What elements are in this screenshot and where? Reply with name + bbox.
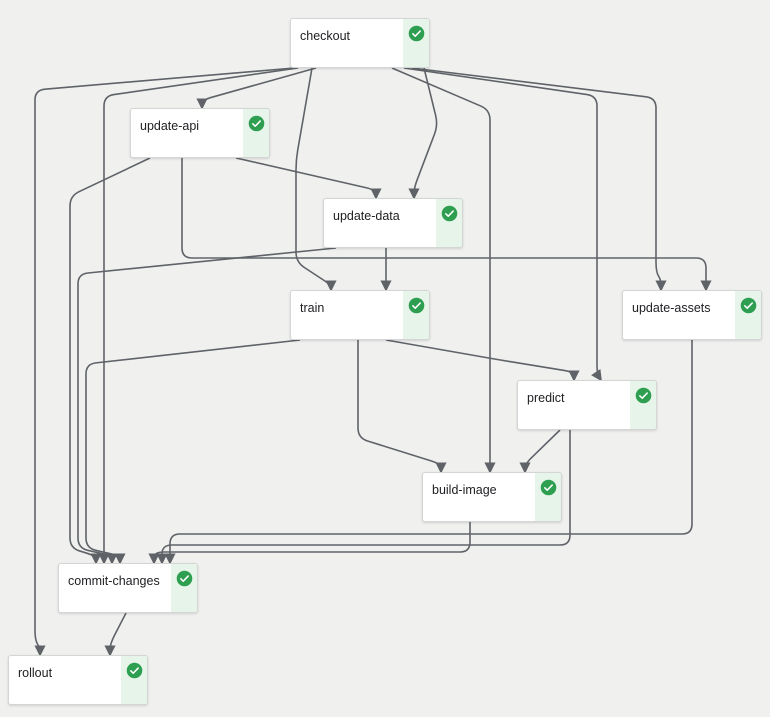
node-predict[interactable]: predict: [517, 380, 657, 430]
edge-train-to-predict: [385, 339, 580, 382]
node-label: predict: [527, 391, 565, 405]
check-circle-icon: [635, 387, 652, 404]
edge-checkout-to-update-api: [196, 67, 317, 110]
node-label: update-data: [333, 209, 400, 223]
node-train[interactable]: train: [290, 290, 430, 340]
edge-update-assets-to-commit-changes: [164, 340, 693, 565]
node-status-strip: [403, 291, 429, 339]
node-status-strip: [171, 564, 197, 612]
node-status-strip: [436, 199, 462, 247]
edge-update-data-to-commit-changes: [77, 247, 337, 565]
edge-checkout-to-update-assets: [411, 67, 667, 292]
node-status-strip: [735, 291, 761, 339]
node-status-strip: [121, 656, 147, 704]
check-circle-icon: [248, 115, 265, 132]
check-circle-icon: [176, 570, 193, 587]
check-circle-icon: [540, 479, 557, 496]
edge-update-api-to-update-data: [235, 157, 382, 200]
edge-predict-to-commit-changes: [156, 430, 571, 565]
edge-checkout-to-predict: [403, 67, 602, 382]
edge-build-image-to-commit-changes: [148, 522, 471, 565]
edge-commit-changes-to-rollout: [104, 612, 127, 657]
node-label: train: [300, 301, 325, 315]
edge-update-api-to-update-assets: [181, 158, 712, 292]
edge-checkout-to-update-data: [408, 67, 438, 200]
node-update-assets[interactable]: update-assets: [622, 290, 762, 340]
node-build-image[interactable]: build-image: [422, 472, 562, 522]
node-rollout[interactable]: rollout: [8, 655, 148, 705]
edge-predict-to-build-image: [519, 429, 561, 474]
node-update-data[interactable]: update-data: [323, 198, 463, 248]
edge-checkout-to-rollout: [34, 67, 295, 657]
node-status-strip: [243, 109, 269, 157]
check-circle-icon: [408, 25, 425, 42]
check-circle-icon: [441, 205, 458, 222]
node-status-strip: [535, 473, 561, 521]
node-label: update-assets: [632, 301, 711, 315]
node-status-strip: [630, 381, 656, 429]
node-checkout[interactable]: checkout: [290, 18, 430, 68]
edge-checkout-to-build-image: [391, 67, 496, 474]
node-status-strip: [403, 19, 429, 67]
check-circle-icon: [126, 662, 143, 679]
node-label: build-image: [432, 483, 497, 497]
node-label: checkout: [300, 29, 351, 43]
check-circle-icon: [740, 297, 757, 314]
edge-checkout-to-train: [295, 67, 337, 292]
edge-update-api-to-commit-changes: [69, 157, 151, 565]
check-circle-icon: [408, 297, 425, 314]
edge-train-to-commit-changes: [85, 339, 301, 565]
node-commit-changes[interactable]: commit-changes: [58, 563, 198, 613]
node-update-api[interactable]: update-api: [130, 108, 270, 158]
node-label: commit-changes: [68, 574, 160, 588]
node-label: rollout: [18, 666, 53, 680]
edge-train-to-build-image: [357, 340, 447, 474]
edge-checkout-to-commit-changes: [98, 67, 299, 565]
node-label: update-api: [140, 119, 200, 133]
